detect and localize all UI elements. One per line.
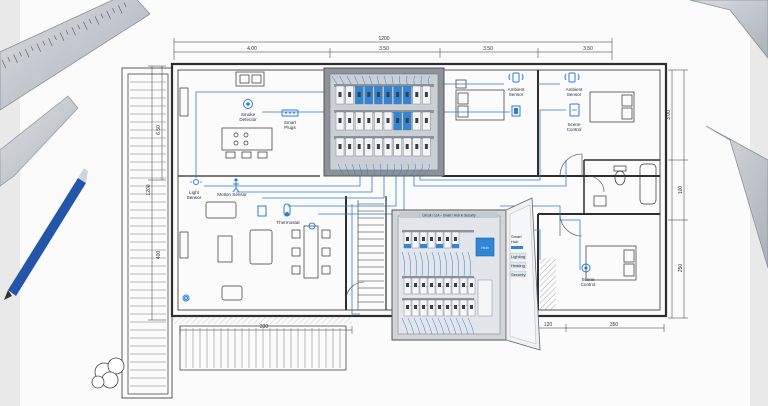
panel-header-label: Circuit / 11A – Smart / Hub in Security (422, 214, 476, 218)
dim-bottom-1: 330 (260, 324, 269, 330)
thermostat-icon (283, 203, 291, 217)
veranda (121, 67, 347, 399)
wall-switch-icon (511, 105, 521, 117)
smoke-detector-icon (243, 99, 253, 109)
smoke-detector-label-1: Smoke (241, 112, 256, 117)
dim-left-2: 1200 (146, 184, 152, 195)
door-menu-heating[interactable]: Heating (511, 263, 525, 268)
scene-control-2-label-1: Scene (581, 277, 594, 282)
scene-control-2-icon (581, 263, 591, 273)
dim-right-3: 250 (678, 264, 684, 273)
dim-bottom-3: 350 (610, 322, 619, 328)
light-sensor-label-1: Light (189, 190, 200, 195)
scene-control-1-label-1: Scene (567, 122, 580, 127)
tree-symbol (91, 357, 125, 389)
main-electrical-panel (323, 67, 445, 177)
floor-sensor-icon (182, 294, 190, 302)
ambient-sensor-1-label-1: Ambient (508, 87, 526, 92)
living-furniture (179, 201, 331, 301)
scene-control-1-label-2: Control (567, 127, 582, 132)
bedroom-furniture (455, 79, 657, 281)
thermostat-label: Thermostat (276, 220, 300, 225)
panel-door[interactable]: Smart Hub Lighting Heating Security (505, 197, 541, 351)
motion-sensor-label: Motion Sensor (217, 192, 247, 197)
steel-ruler (0, 0, 151, 111)
hub-module-label: Hub (481, 245, 489, 250)
dimension-lines-right (668, 69, 688, 319)
dim-top-2: 3.50 (379, 46, 389, 52)
smart-plugs-label-2: Plugs (284, 125, 296, 130)
paper-sheet (20, 0, 750, 406)
door-menu-security[interactable]: Security (511, 272, 525, 277)
kitchen-furniture (179, 71, 273, 159)
dim-top-3: 3.50 (483, 46, 493, 52)
ambient-sensor-1-icon (508, 72, 524, 83)
ambient-sensor-1-label-2: Sensor (509, 92, 524, 97)
hatched-wall (540, 258, 556, 310)
dimension-lines-top (173, 38, 613, 60)
dim-top-4: 3.50 (583, 46, 593, 52)
pen (4, 168, 88, 300)
dim-bottom-2: 120 (544, 322, 553, 328)
ambient-sensor-2-label-2: Sensor (567, 92, 582, 97)
door-smart-hub-1: Smart (511, 234, 523, 239)
scene-control-2-label-2: Control (581, 282, 596, 287)
dim-left-3: 400 (156, 251, 162, 260)
smoke-detector-label-2: Detector (239, 117, 257, 122)
dimension-lines-left (148, 65, 166, 321)
light-sensor-label-2: Sensor (187, 195, 202, 200)
dim-total: 1200 (378, 36, 389, 42)
bathroom-sensor-icon (308, 222, 316, 230)
dim-top-1: 4.00 (247, 46, 257, 52)
scene-control-1-icon (569, 103, 580, 117)
hub-module (475, 237, 495, 257)
stairs (357, 200, 384, 310)
wall-sensor-icon (257, 205, 267, 217)
door-smart-hub-2: Hub (511, 239, 519, 244)
smart-plugs-icon (281, 109, 299, 117)
dim-right-1: 3.00 (666, 110, 672, 120)
triangle-ruler-right (689, 0, 768, 269)
smart-plugs-label-1: Smart (284, 120, 297, 125)
smart-distribution-box: Hub Circuit / 11A – Smart / Hub in Secur… (391, 209, 507, 341)
ambient-sensor-2-icon (564, 72, 580, 83)
door-menu-lighting[interactable]: Lighting (511, 254, 525, 259)
ambient-sensor-2-label-1: Ambient (566, 87, 584, 92)
dim-right-2: 100 (678, 186, 684, 195)
wiring-lines (195, 83, 581, 315)
triangle-ruler-left (0, 95, 79, 187)
light-sensor-icon (190, 176, 202, 185)
motion-sensor-icon (232, 178, 240, 193)
